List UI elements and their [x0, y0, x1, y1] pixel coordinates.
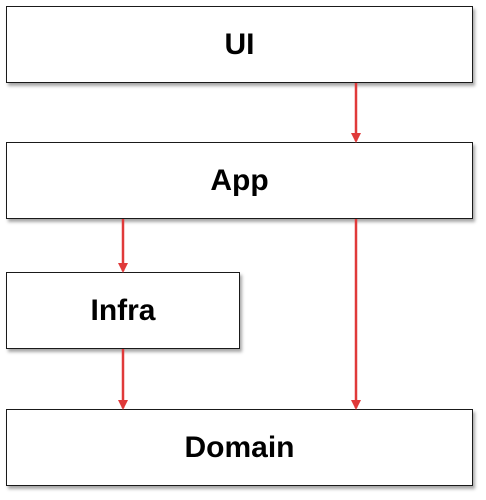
domain-layer-box: Domain: [6, 409, 473, 486]
ui-layer-box: UI: [6, 6, 473, 83]
domain-layer-label: Domain: [184, 430, 295, 464]
app-layer-box: App: [6, 142, 473, 219]
infra-layer-label: Infra: [90, 293, 156, 327]
ui-layer-label: UI: [224, 27, 255, 61]
app-layer-label: App: [210, 163, 269, 197]
infra-layer-box: Infra: [6, 272, 240, 349]
